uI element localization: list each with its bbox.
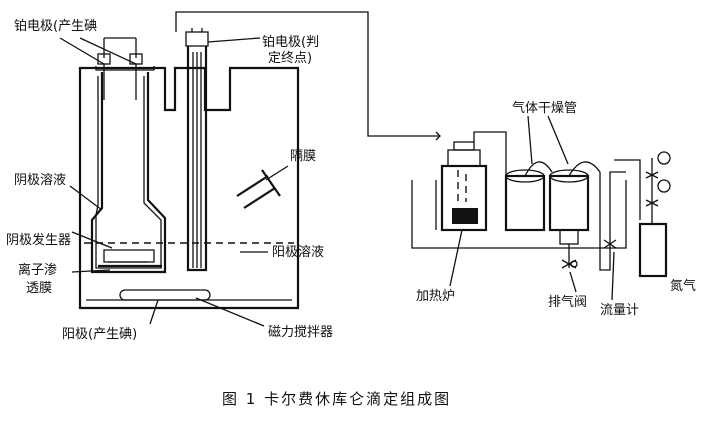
- label-diaphragm: 隔膜: [290, 149, 316, 164]
- oven-bath: [411, 180, 627, 249]
- heating-furnace: [440, 131, 507, 232]
- label-anode: 阳极(产生碘): [62, 327, 137, 342]
- gas-line: [175, 11, 440, 137]
- label-furnace: 加热炉: [416, 289, 455, 304]
- label-pt-generator: 铂电极(产生碘: [14, 18, 97, 34]
- label-pt-endpoint-1: 铂电极(判: [262, 34, 319, 50]
- cathode-compartment: [90, 66, 167, 274]
- label-nitrogen: 氮气: [670, 278, 696, 294]
- generator-electrode: [97, 37, 143, 100]
- label-membrane-1: 离子渗: [18, 262, 57, 278]
- figure-caption: 图 1 卡尔费休库仑滴定组成图: [222, 390, 451, 408]
- valve-tubing: [561, 159, 641, 271]
- indicator-electrode: [185, 28, 209, 272]
- drying-tubes: [504, 161, 601, 245]
- label-drying-tubes: 气体干燥管: [512, 100, 577, 116]
- label-pt-endpoint-2: 定终点): [268, 50, 312, 66]
- label-cathode-generator: 阴极发生器: [6, 232, 71, 248]
- label-cathode-solution: 阴极溶液: [14, 173, 66, 188]
- label-flowmeter: 流量计: [600, 303, 639, 318]
- nitrogen-cylinder: [638, 151, 671, 278]
- label-anode-solution: 阳极溶液: [272, 245, 324, 260]
- label-vent-valve: 排气阀: [548, 294, 587, 310]
- leader-lines: [59, 37, 615, 327]
- label-stirrer: 磁力搅拌器: [268, 324, 333, 340]
- label-membrane-2: 透膜: [26, 281, 52, 296]
